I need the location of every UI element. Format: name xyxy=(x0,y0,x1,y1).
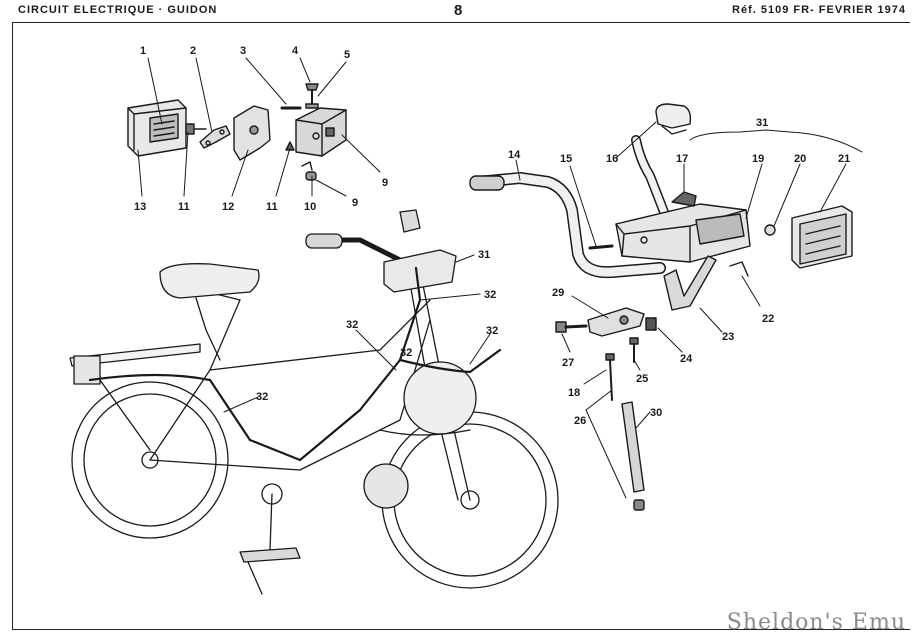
bracket-2 xyxy=(199,125,231,149)
headlamp-housing xyxy=(615,135,751,263)
label-16: 16 xyxy=(606,153,618,165)
header-title: CIRCUIT ELECTRIQUE · GUIDON xyxy=(18,4,218,16)
label-30: 30 xyxy=(650,407,662,419)
clip-22 xyxy=(729,261,749,277)
label-9-lower: 9 xyxy=(352,197,358,209)
page-number: 8 xyxy=(454,2,464,19)
label-25: 25 xyxy=(636,373,648,385)
label-2: 2 xyxy=(190,45,196,57)
clamp-29 xyxy=(587,307,645,337)
label-32-b: 32 xyxy=(346,319,358,331)
switch-assembly xyxy=(280,83,347,181)
label-20: 20 xyxy=(794,153,806,165)
label-17: 17 xyxy=(676,153,688,165)
diagram-frame xyxy=(12,22,910,630)
screw-25 xyxy=(629,337,639,363)
tube-30 xyxy=(621,401,645,511)
label-32-e: 32 xyxy=(400,347,412,359)
watermark: Sheldon's Emu xyxy=(726,610,906,635)
label-32-d: 32 xyxy=(256,391,268,403)
label-32-a: 32 xyxy=(484,289,496,301)
label-11-right: 11 xyxy=(266,201,278,213)
bell-16 xyxy=(655,103,692,135)
bracket-23 xyxy=(663,255,717,311)
label-31-top: 31 xyxy=(756,117,768,129)
plate-12 xyxy=(233,105,271,161)
nut-24 xyxy=(645,317,657,331)
label-27: 27 xyxy=(562,357,574,369)
screw-11-left xyxy=(185,123,207,135)
front-lamp-21 xyxy=(791,205,853,269)
label-14: 14 xyxy=(508,149,521,161)
label-31-moped: 31 xyxy=(478,249,490,261)
part-labels: 1 2 3 4 5 9 9 10 11 11 12 13 14 15 16 17… xyxy=(134,45,850,427)
label-3: 3 xyxy=(240,45,246,57)
label-12: 12 xyxy=(222,201,234,213)
label-15: 15 xyxy=(560,153,572,165)
label-29: 29 xyxy=(552,287,564,299)
cable-18 xyxy=(605,353,615,401)
label-1: 1 xyxy=(140,45,146,57)
label-19: 19 xyxy=(752,153,764,165)
label-24: 24 xyxy=(680,353,693,365)
leader-lines xyxy=(137,57,863,499)
label-13: 13 xyxy=(134,201,146,213)
label-4: 4 xyxy=(292,45,299,57)
label-22: 22 xyxy=(762,313,774,325)
moped-illustration xyxy=(69,209,559,595)
label-9-upper: 9 xyxy=(382,177,388,189)
label-18: 18 xyxy=(568,387,580,399)
label-23: 23 xyxy=(722,331,734,343)
label-21: 21 xyxy=(838,153,850,165)
bulb-20 xyxy=(764,224,776,236)
handlebar xyxy=(469,172,666,279)
header-reference: Réf. 5109 FR- FEVRIER 1974 xyxy=(732,4,906,16)
label-26: 26 xyxy=(574,415,586,427)
rear-lamp xyxy=(127,99,187,157)
label-5: 5 xyxy=(344,49,350,61)
screw-27 xyxy=(555,321,588,333)
label-10: 10 xyxy=(304,201,316,213)
label-11-left: 11 xyxy=(178,201,190,213)
label-32-c: 32 xyxy=(486,325,498,337)
